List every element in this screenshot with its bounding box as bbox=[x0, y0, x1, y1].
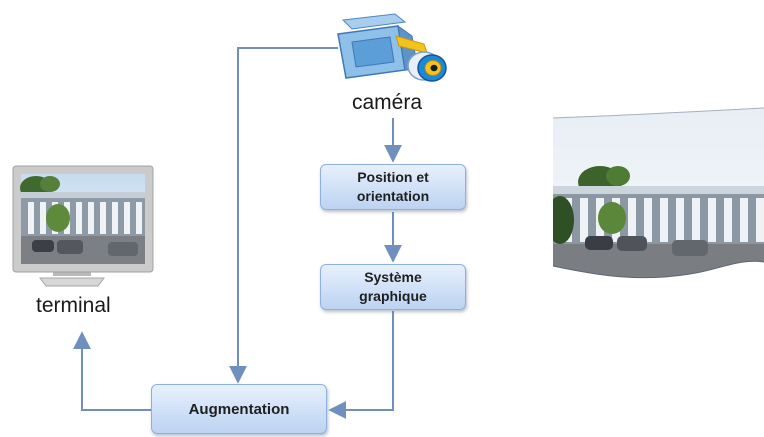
arrow-camera-to-augmentation bbox=[229, 47, 338, 384]
terminal-label: terminal bbox=[36, 294, 111, 317]
augmentation-box: Augmentation bbox=[151, 384, 327, 434]
camera-label: caméra bbox=[352, 91, 423, 114]
graphics-system-box: Système graphique bbox=[320, 264, 466, 310]
arrow-augmentation-to-terminal bbox=[73, 331, 151, 411]
arrow-graphics-to-augmentation bbox=[328, 311, 394, 419]
position-orientation-box: Position et orientation bbox=[320, 164, 466, 210]
